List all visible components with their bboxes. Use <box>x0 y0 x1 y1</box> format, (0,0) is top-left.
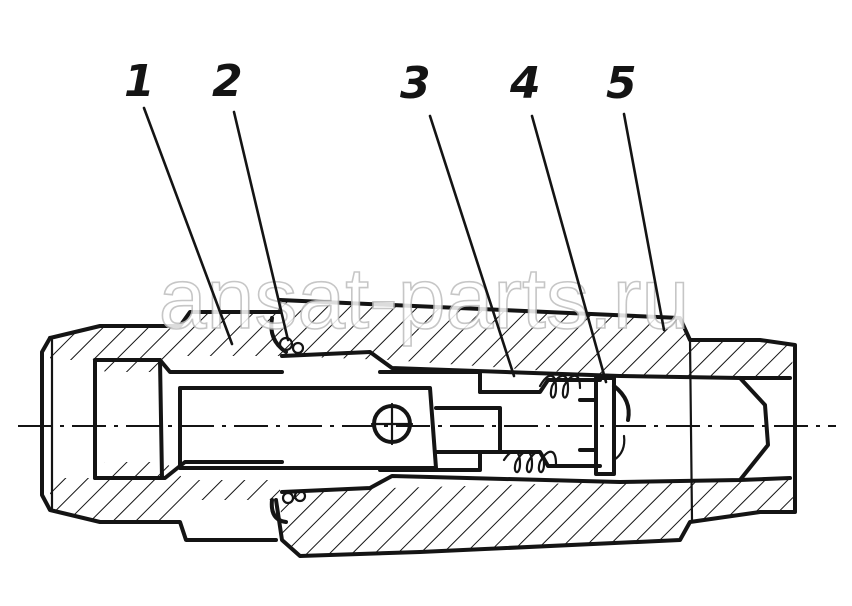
leader-4 <box>530 114 608 384</box>
valve-body <box>274 298 797 558</box>
valve-disc <box>578 376 631 476</box>
seal-ring <box>269 316 307 524</box>
leader-lines <box>142 106 666 384</box>
spring <box>478 374 602 474</box>
callout-number-4: 4 <box>509 58 541 109</box>
callout-number-2: 2 <box>212 56 243 107</box>
union-nut <box>40 310 284 542</box>
leader-1 <box>142 106 234 346</box>
leader-2 <box>232 110 290 342</box>
stem <box>178 370 502 472</box>
leader-3 <box>428 114 516 378</box>
callout-number-1: 1 <box>124 56 155 107</box>
leader-5 <box>622 112 666 332</box>
callout-number-5: 5 <box>606 58 637 109</box>
watermark: ansat-parts.ru <box>159 251 690 347</box>
callout-number-3: 3 <box>400 58 431 109</box>
